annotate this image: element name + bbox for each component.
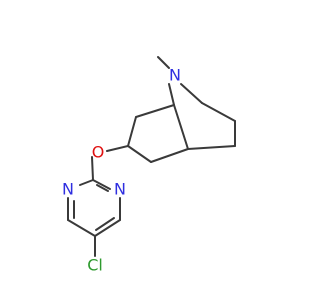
atom-label-nitrogen-pyrimidine-left: N [62, 180, 74, 199]
bond-o-c2 [91, 156, 94, 181]
bond-c5-c4 [94, 219, 121, 237]
atom-labels: N O N N Cl [62, 66, 181, 275]
bond-ch2-lower-bh-right [150, 148, 189, 163]
bond-c2-n1 [79, 179, 94, 186]
bond-c5-c4-double [95, 217, 115, 231]
atom-label-nitrogen-pyrimidine-right: N [114, 180, 126, 199]
bond-methyl-n [157, 56, 170, 69]
bond-c2-n3-double [96, 184, 109, 192]
atom-label-nitrogen-bridge: N [169, 66, 181, 85]
molecule-canvas: N O N N Cl [62, 56, 236, 275]
bond-bh-right-top-ch2 [201, 102, 236, 122]
molecule-structure: N O N N Cl [62, 56, 236, 275]
bond-c3-ch2-lower [127, 145, 152, 163]
bond-n-bridgehead-left [168, 83, 175, 106]
bonds [67, 56, 236, 257]
atom-label-oxygen: O [92, 143, 105, 162]
bond-c6-c5 [67, 219, 96, 237]
bond-ch2-upper-c3 [127, 116, 137, 147]
bond-n-bridgehead-right [180, 83, 203, 104]
bond-c3-o [106, 145, 129, 152]
bond-c2-n3 [92, 179, 111, 190]
bond-ch2-bh-right [187, 145, 236, 150]
atom-label-chlorine: Cl [87, 256, 103, 275]
bond-bh-left-bh-right [173, 104, 189, 150]
bond-bh-left-ch2-upper [135, 104, 175, 118]
